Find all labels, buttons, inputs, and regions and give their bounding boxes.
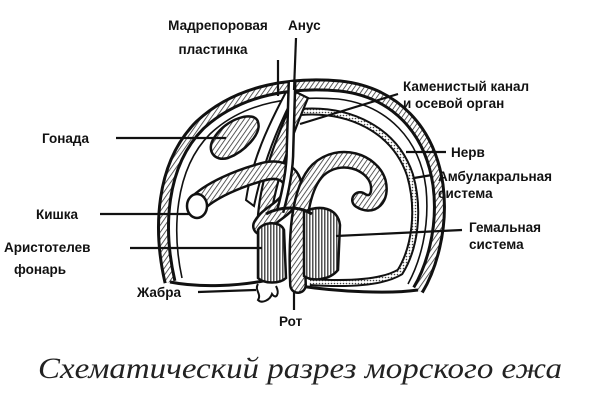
leader-ambulacral xyxy=(413,173,433,180)
leader-anus xyxy=(292,37,298,91)
label-aristotle-line1: Аристотелев xyxy=(4,240,90,255)
label-ambulacral-line2: система xyxy=(438,186,493,201)
diagram-caption: Схематический разрез морского ежа xyxy=(38,352,562,385)
ambulacral-lining xyxy=(299,107,420,287)
aristotles-lantern xyxy=(256,206,342,284)
leader-gill xyxy=(197,288,257,294)
anal-tube xyxy=(275,81,297,214)
label-madreporite-line1: Мадрепоровая xyxy=(168,18,268,33)
label-hemal-line1: Гемальная xyxy=(469,220,541,235)
gonad xyxy=(209,115,260,161)
label-hemal-line2: система xyxy=(469,237,524,252)
label-mouth: Рот xyxy=(279,314,303,329)
label-ambulacral-line1: Амбулакральная xyxy=(438,169,552,184)
leader-stone-canal xyxy=(299,92,399,126)
leader-hemal xyxy=(335,228,463,238)
label-gonad: Гонада xyxy=(42,131,89,146)
label-gill: Жабра xyxy=(136,285,181,300)
intestine xyxy=(185,160,303,236)
test-shell xyxy=(157,78,446,294)
label-stone-canal-line2: и осевой орган xyxy=(403,96,504,111)
labels: Мадрепоровая пластинка Анус Каменистый к… xyxy=(4,18,552,329)
label-anus: Анус xyxy=(288,18,321,33)
label-madreporite-line2: пластинка xyxy=(178,42,248,57)
label-nerve: Нерв xyxy=(451,145,485,160)
label-stone-canal-line1: Каменистый канал xyxy=(403,79,529,94)
label-intestine: Кишка xyxy=(36,207,79,222)
leader-lines xyxy=(100,37,463,310)
gill xyxy=(255,283,279,303)
esophagus-hook xyxy=(288,150,388,294)
label-aristotle-line2: фонарь xyxy=(14,262,66,277)
